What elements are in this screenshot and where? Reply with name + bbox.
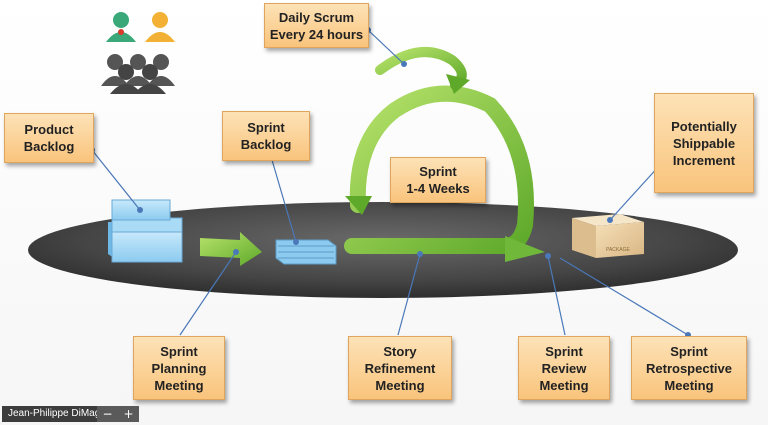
zoom-out-button[interactable]: − [102, 407, 113, 421]
dot-sprint-planning [233, 249, 239, 255]
planning-arrow [200, 232, 262, 266]
sprint-loop-arrow [344, 47, 545, 262]
team-member-green-icon [106, 12, 136, 42]
connector-shippable [609, 164, 661, 221]
team-member-orange-icon [145, 12, 175, 42]
product-backlog-stack [108, 199, 183, 263]
connector-sprint-review [547, 255, 566, 336]
presenter-name-tag: Jean-Philippe DiMaggio [2, 406, 120, 422]
dot-daily-scrum-end [401, 61, 407, 67]
daily-scrum-label: Daily Scrum Every 24 hours [264, 3, 369, 48]
connector-sprint-backlog [271, 159, 297, 243]
shippable-box: PACKAGE [572, 214, 644, 258]
story-refinement-label: Story Refinement Meeting [348, 336, 452, 400]
connector-product-backlog [91, 149, 141, 211]
dot-shippable [607, 217, 613, 223]
sprint-duration-label: Sprint 1-4 Weeks [390, 157, 486, 203]
video-footer: Jean-Philippe DiMaggio − + [0, 405, 768, 425]
zoom-in-button[interactable]: + [123, 407, 134, 421]
shippable-increment-label: Potentially Shippable Increment [654, 93, 754, 193]
connector-dots [89, 27, 691, 338]
dot-story-refinement [417, 251, 423, 257]
sprint-backlog-stack [275, 239, 337, 265]
product-backlog-label: Product Backlog [4, 113, 94, 163]
sprint-planning-label: Sprint Planning Meeting [133, 336, 225, 400]
connector-daily-scrum [367, 29, 405, 65]
dot-product-backlog-end [137, 207, 143, 213]
dot-sprint-review [545, 253, 551, 259]
connector-story-refinement [397, 253, 421, 336]
zoom-controls: − + [97, 406, 139, 422]
connector-sprint-planning [179, 251, 237, 336]
box-stamp: PACKAGE [606, 247, 630, 253]
sprint-backlog-label: Sprint Backlog [222, 111, 310, 161]
sprint-retrospective-label: Sprint Retrospective Meeting [631, 336, 747, 400]
team-group-icon [101, 54, 175, 94]
sprint-review-label: Sprint Review Meeting [518, 336, 610, 400]
connector-sprint-retrospective [559, 257, 689, 336]
dot-sprint-backlog [293, 239, 299, 245]
